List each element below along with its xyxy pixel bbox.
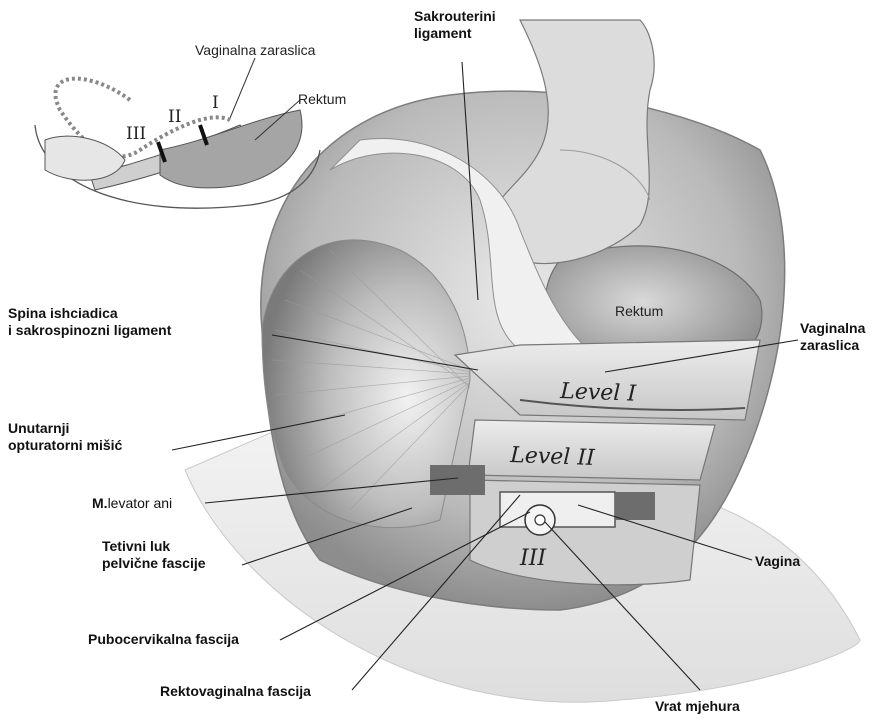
inset-level-I: I xyxy=(212,93,219,113)
label-vaginalna-right-line2: zaraslica xyxy=(800,337,865,354)
urethra-opening xyxy=(535,515,545,525)
inset-label-zaraslica: Vaginalna zaraslica xyxy=(195,42,316,58)
label-spina-line1: Spina ishciadica xyxy=(8,305,171,322)
label-unutarnji-line2: opturatorni mišić xyxy=(8,437,122,454)
label-levator-prefix: M. xyxy=(92,495,108,511)
level-1-text: Level I xyxy=(559,379,638,407)
label-sakrouterini-line1: Sakrouterini xyxy=(414,8,496,25)
levator-ani-dark-right xyxy=(615,492,655,520)
label-unutarnji-line1: Unutarnji xyxy=(8,420,122,437)
inset-leader-zaraslica xyxy=(230,58,255,118)
inset-bladder xyxy=(45,136,125,180)
label-levator-ani: M.levator ani xyxy=(92,495,172,512)
level-3-text: III xyxy=(519,546,547,571)
label-unutarnji-opturatorni: Unutarnji opturatorni mišić xyxy=(8,420,122,454)
inset-level-II: II xyxy=(168,107,181,127)
label-pubocervikalna-fascija: Pubocervikalna fascija xyxy=(88,631,239,648)
label-tetivni-line2: pelvične fascije xyxy=(102,555,206,572)
label-vrat-mjehura: Vrat mjehura xyxy=(655,698,740,715)
label-spina-ishciadica: Spina ishciadica i sakrospinozni ligamen… xyxy=(8,305,171,339)
rectum-label: Rektum xyxy=(615,303,663,319)
label-rektovaginalna-fascija: Rektovaginalna fascija xyxy=(160,683,311,700)
label-vaginalna-zaraslica-right: Vaginalna zaraslica xyxy=(800,320,865,354)
inset-level-III: III xyxy=(126,124,146,144)
label-tetivni-line1: Tetivni luk xyxy=(102,538,206,555)
label-vaginalna-right-line1: Vaginalna xyxy=(800,320,865,337)
label-levator-rest: levator ani xyxy=(108,495,173,511)
label-sakrouterini-ligament: Sakrouterini ligament xyxy=(414,8,496,42)
label-spina-line2: i sakrospinozni ligament xyxy=(8,322,171,339)
inset-label-rektum: Rektum xyxy=(298,91,346,107)
label-vagina: Vagina xyxy=(755,553,800,570)
label-tetivni-luk: Tetivni luk pelvične fascije xyxy=(102,538,206,572)
level-2-text: Level II xyxy=(509,443,597,471)
label-sakrouterini-line2: ligament xyxy=(414,25,496,42)
vaginal-opening-frame xyxy=(500,492,615,527)
